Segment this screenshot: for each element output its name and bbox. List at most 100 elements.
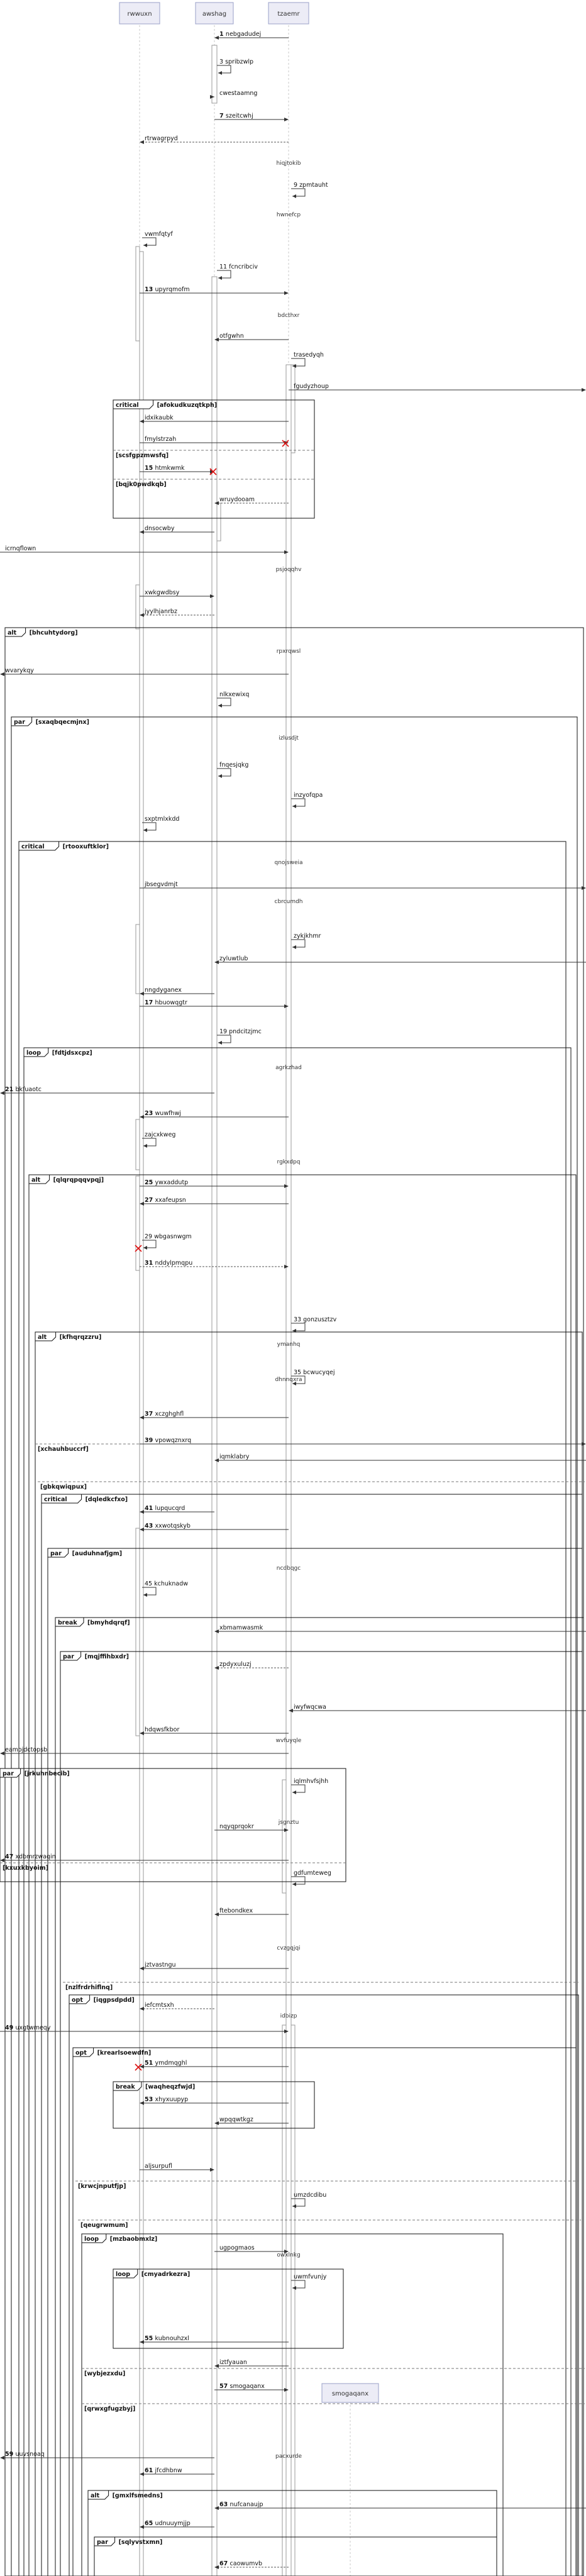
message: wruydooam: [214, 496, 289, 505]
message-text: jyylhjanrbz: [144, 608, 177, 615]
message: gdfumteweg: [291, 1870, 331, 1886]
frame-tab: [28, 1174, 50, 1184]
frame-guard: [jrkuhnbecib]: [25, 1770, 70, 1777]
message-label: 35 bcwucyqej: [294, 1369, 335, 1376]
frame-tab: [23, 1047, 49, 1057]
frame-tab: [60, 1651, 82, 1661]
message-arrowhead: [214, 2121, 219, 2125]
frame-break: break[bmyhdqrqf]: [55, 1617, 584, 2576]
message-label: ugpogmaos: [219, 2245, 255, 2251]
message: 19 pndcitzjmc: [217, 1028, 262, 1045]
message-arrowhead: [284, 2029, 289, 2033]
message-arrowhead: [0, 1858, 4, 1862]
message-text: fmylstrzah: [145, 436, 176, 443]
message-arrowhead: [140, 530, 144, 534]
message-arrowhead: [214, 501, 219, 505]
message-number: 47: [5, 1853, 16, 1860]
message-line: [142, 822, 157, 831]
frame-section: [scsfgpzmwsfq]: [113, 450, 314, 459]
message-arrowhead: [0, 672, 4, 676]
frame-keyword: critical: [21, 843, 45, 850]
frame-keyword: loop: [84, 2236, 99, 2243]
message-number: 21: [5, 1086, 16, 1093]
message-label: 61 jfcdhbnw: [145, 2467, 182, 2474]
message-label: zajcxkweg: [145, 1131, 175, 1138]
frame-break: break[waqheqzfwjd]: [113, 2081, 315, 2129]
message-arrowhead: [292, 1329, 296, 1333]
message-text: caowumvb: [230, 2560, 263, 2567]
message-arrowhead: [0, 1091, 4, 1095]
message-label: 29 wbgasnwgm: [145, 1233, 192, 1240]
message-line: [142, 1138, 157, 1146]
frame-guard: [bmyhdqrqf]: [87, 1619, 130, 1626]
frame-par: par[auduhnafjgm]: [47, 1548, 583, 2576]
message-text: otfgwhn: [219, 333, 244, 340]
note: owxlnkg: [277, 2252, 300, 2258]
message-text: uxgtwmeqy: [16, 2024, 51, 2031]
message-text: kubnouhzxl: [155, 2335, 189, 2342]
frame-guard: [scsfgpzmwsfq]: [116, 452, 169, 459]
message-arrowhead: [143, 1593, 147, 1597]
message-text: ymdmqghl: [155, 2060, 187, 2067]
frame-guard: [kfhqrqzzru]: [60, 1334, 102, 1341]
message: 13 upyrqmofm: [140, 286, 289, 295]
message-arrowhead: [140, 2340, 144, 2344]
note: pacxurde: [275, 2453, 302, 2460]
message-label: 57 smogaqanx: [219, 2383, 265, 2390]
note: psjoqqhv: [276, 567, 302, 573]
message-text: jbsegvdmjt: [144, 881, 178, 888]
message: 21 bkfuaotc: [0, 1086, 214, 1095]
message-line: [291, 2280, 306, 2289]
message-label: inzyofqpa: [294, 792, 323, 799]
message-text: vpowqznxrq: [155, 1437, 192, 1444]
frame-critical: critical[rtooxuftklor]: [18, 841, 567, 2576]
note: cvzgqjqi: [277, 1945, 300, 1951]
message: zyluwtlub: [214, 955, 586, 964]
message-label: 37 xczghghfl: [145, 1411, 184, 1418]
message: jyylhjanrbz: [140, 608, 214, 617]
message: xwkgwdbsy: [140, 589, 214, 598]
frame-border: [35, 1331, 583, 2576]
frame-alt: alt[kfhqrqzzru]: [35, 1331, 583, 2576]
frame-guard: [auduhnafjgm]: [72, 1550, 122, 1557]
message-number: 51: [145, 2060, 155, 2067]
message-arrowhead: [292, 804, 296, 808]
message: aljsurpufl: [140, 2163, 214, 2172]
frame-par: par[jrkuhnbecib]: [0, 1768, 346, 1882]
message: zykjkhmr: [291, 933, 321, 949]
frame-keyword: critical: [116, 402, 139, 409]
message-number: 53: [145, 2096, 155, 2103]
message-line: [291, 1784, 306, 1793]
message: 57 smogaqanx: [214, 2383, 289, 2392]
message-number: 65: [145, 2520, 155, 2527]
message-text: jfcdhbnw: [155, 2467, 182, 2474]
message-label: hdqwsfkbor: [145, 1726, 179, 1733]
frame-tab: [18, 841, 60, 851]
message-text: hdqwsfkbor: [145, 1726, 179, 1733]
frame-tab: [72, 2047, 94, 2057]
message-line: [291, 939, 306, 948]
message-arrowhead: [140, 1967, 144, 1970]
message: zpdyxuluzj: [214, 1661, 289, 1670]
message: trasedyqh: [291, 352, 324, 368]
message-text: idxikaubk: [145, 414, 174, 421]
message-text: ftebondkex: [219, 1907, 253, 1914]
note: rgkxdpq: [277, 1159, 301, 1165]
message-label: nngdyganex: [145, 987, 182, 994]
message-label: 13 upyrqmofm: [145, 286, 190, 293]
message: 47 xdbmrzwaqin: [0, 1853, 289, 1862]
message-label: zyluwtlub: [219, 955, 248, 962]
message-arrowhead: [214, 1458, 219, 1462]
message-arrowhead: [292, 194, 296, 198]
message-label: vwmfqtyf: [145, 231, 173, 238]
frame-border: [113, 2268, 344, 2349]
frame-keyword: loop: [26, 1050, 41, 1057]
message-arrowhead: [210, 95, 214, 99]
message: 9 zpmtauht: [291, 182, 328, 198]
message-label: gdfumteweg: [294, 1870, 331, 1877]
message-label: 45 kchuknadw: [145, 1580, 188, 1587]
message-label: icrnqflown: [5, 545, 36, 552]
message-text: htmkwmk: [155, 465, 185, 472]
frame-section: [bqjk0pwdkqb]: [113, 479, 314, 488]
message-label: umzdcdibu: [294, 2192, 326, 2199]
